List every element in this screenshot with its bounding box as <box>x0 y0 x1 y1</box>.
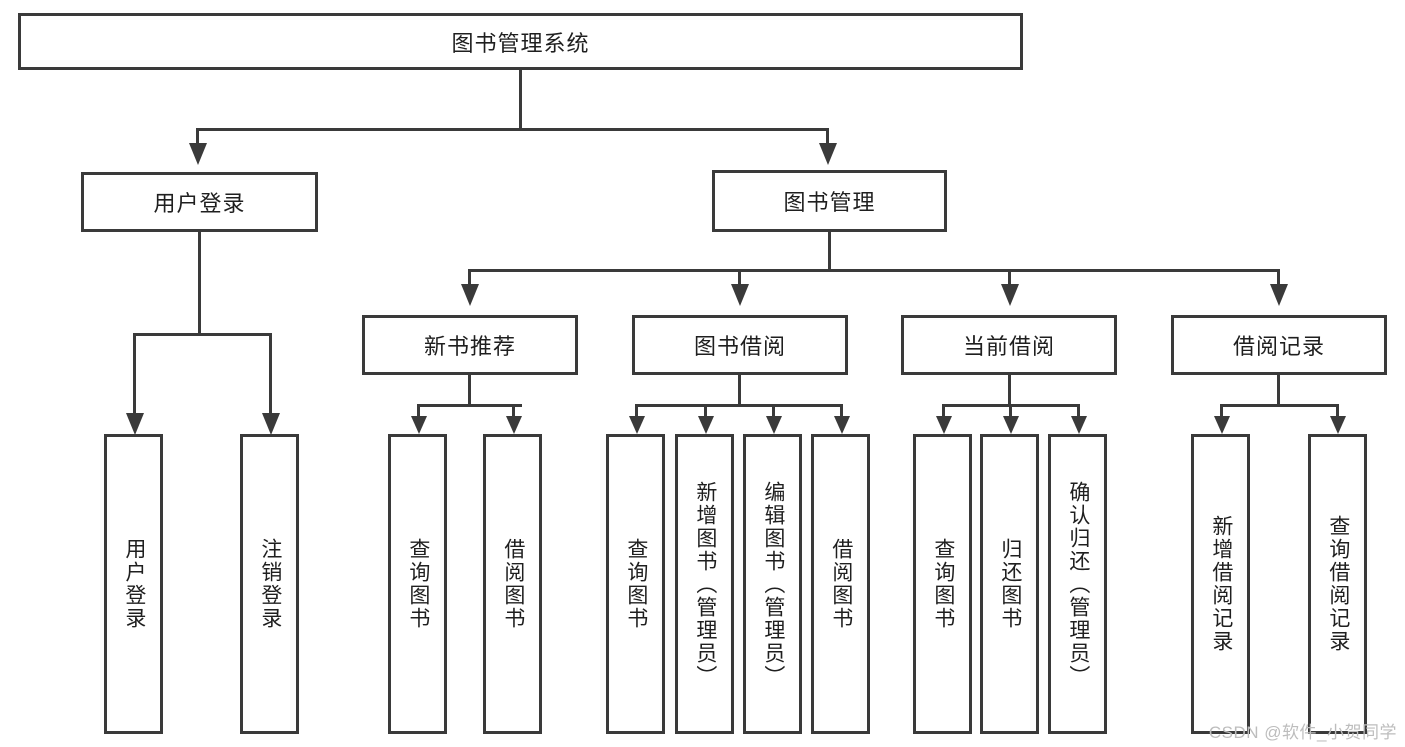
arrowhead-bb-leaf-2 <box>698 416 714 434</box>
node-label: 图书管理 <box>783 190 876 215</box>
node-label: 新增借阅记录 <box>1209 515 1233 653</box>
node-label: 用户登录 <box>153 191 246 216</box>
connector-br-to-leaf-1 <box>1220 404 1223 418</box>
leaf-query-book-current[interactable]: 查询图书 <box>913 434 972 734</box>
leaf-borrow-book-new-recommend[interactable]: 借阅图书 <box>483 434 542 734</box>
leaf-return-book[interactable]: 归还图书 <box>980 434 1039 734</box>
arrowhead-book-borrow <box>731 284 749 306</box>
connector-br-stem <box>1277 375 1280 407</box>
node-root-book-management-system[interactable]: 图书管理系统 <box>18 13 1023 70</box>
connector-bm-to-new-book-recommend <box>468 269 471 287</box>
arrowhead-nbr-leaf-1 <box>411 416 427 434</box>
arrowhead-bb-leaf-3 <box>766 416 782 434</box>
connector-cb-to-leaf-2 <box>1009 404 1012 418</box>
leaf-user-login[interactable]: 用户登录 <box>104 434 163 734</box>
node-borrow-record[interactable]: 借阅记录 <box>1171 315 1387 375</box>
connector-root-bus <box>196 128 829 131</box>
connector-user-login-bus <box>133 333 271 336</box>
connector-nbr-to-leaf-2 <box>512 404 515 418</box>
arrowhead-cb-leaf-3 <box>1071 416 1087 434</box>
connector-cb-to-leaf-1 <box>942 404 945 418</box>
node-book-borrow[interactable]: 图书借阅 <box>632 315 848 375</box>
node-label: 查询图书 <box>624 538 648 630</box>
arrowhead-cb-leaf-1 <box>936 416 952 434</box>
connector-bm-to-current-borrow <box>1008 269 1011 287</box>
connector-bm-to-book-borrow <box>738 269 741 287</box>
connector-user-login-to-leaf-1 <box>133 333 136 418</box>
leaf-add-borrow-record[interactable]: 新增借阅记录 <box>1191 434 1250 734</box>
node-label: 查询图书 <box>406 538 430 630</box>
arrowhead-nbr-leaf-2 <box>506 416 522 434</box>
arrowhead-current-borrow <box>1001 284 1019 306</box>
arrowhead-to-user-login <box>189 143 207 165</box>
connector-book-management-stem <box>828 232 831 271</box>
node-label: 借阅图书 <box>501 538 525 630</box>
leaf-query-borrow-record[interactable]: 查询借阅记录 <box>1308 434 1367 734</box>
node-label: 注销登录 <box>258 538 282 630</box>
connector-nbr-bus <box>417 404 522 407</box>
node-label: 查询图书 <box>931 538 955 630</box>
connector-user-login-stem <box>198 232 201 335</box>
arrowhead-bb-leaf-1 <box>629 416 645 434</box>
leaf-confirm-return[interactable]: 确认归还（管理员） <box>1048 434 1107 734</box>
arrowhead-leaf-logout-login <box>262 413 280 435</box>
node-label: 查询借阅记录 <box>1326 515 1350 653</box>
csdn-watermark: CSDN @软件_小贺同学 <box>1208 723 1397 742</box>
connector-bb-stem <box>738 375 741 407</box>
node-label: 借阅图书 <box>829 538 853 630</box>
arrowhead-leaf-user-login <box>126 413 144 435</box>
node-book-management[interactable]: 图书管理 <box>712 170 947 232</box>
connector-br-bus <box>1220 404 1339 407</box>
connector-cb-stem <box>1008 375 1011 407</box>
node-label: 图书借阅 <box>693 334 786 359</box>
node-label: 当前借阅 <box>962 334 1055 359</box>
connector-bb-to-leaf-4 <box>840 404 843 418</box>
connector-cb-to-leaf-3 <box>1077 404 1080 418</box>
connector-nbr-to-leaf-1 <box>417 404 420 418</box>
node-label: 确认归还（管理员） <box>1066 480 1090 688</box>
connector-br-to-leaf-2 <box>1336 404 1339 418</box>
connector-nbr-stem <box>468 375 471 407</box>
leaf-add-book[interactable]: 新增图书（管理员） <box>675 434 734 734</box>
node-new-book-recommend[interactable]: 新书推荐 <box>362 315 578 375</box>
leaf-logout-login[interactable]: 注销登录 <box>240 434 299 734</box>
arrowhead-cb-leaf-2 <box>1003 416 1019 434</box>
node-label: 新书推荐 <box>423 334 516 359</box>
connector-bb-to-leaf-2 <box>704 404 707 418</box>
arrowhead-new-book-recommend <box>461 284 479 306</box>
connector-bm-to-borrow-record <box>1277 269 1280 287</box>
arrowhead-br-leaf-2 <box>1330 416 1346 434</box>
node-current-borrow[interactable]: 当前借阅 <box>901 315 1117 375</box>
node-label: 图书管理系统 <box>451 30 590 56</box>
leaf-borrow-book[interactable]: 借阅图书 <box>811 434 870 734</box>
node-label: 归还图书 <box>998 538 1022 630</box>
node-label: 新增图书（管理员） <box>693 480 717 688</box>
leaf-query-book-borrow[interactable]: 查询图书 <box>606 434 665 734</box>
node-user-login[interactable]: 用户登录 <box>81 172 318 232</box>
arrowhead-to-book-management <box>819 143 837 165</box>
arrowhead-br-leaf-1 <box>1214 416 1230 434</box>
arrowhead-borrow-record <box>1270 284 1288 306</box>
connector-bb-to-leaf-3 <box>772 404 775 418</box>
connector-book-management-bus <box>468 269 1280 272</box>
connector-root-stem <box>519 70 522 130</box>
node-label: 编辑图书（管理员） <box>761 480 785 688</box>
connector-user-login-to-leaf-2 <box>269 333 272 418</box>
arrowhead-bb-leaf-4 <box>834 416 850 434</box>
connector-root-to-user-login <box>196 128 199 146</box>
connector-bb-bus <box>635 404 842 407</box>
node-label: 用户登录 <box>122 538 146 630</box>
connector-root-to-book-management <box>826 128 829 146</box>
leaf-query-book-new-recommend[interactable]: 查询图书 <box>388 434 447 734</box>
leaf-edit-book[interactable]: 编辑图书（管理员） <box>743 434 802 734</box>
node-label: 借阅记录 <box>1232 334 1325 359</box>
connector-bb-to-leaf-1 <box>635 404 638 418</box>
